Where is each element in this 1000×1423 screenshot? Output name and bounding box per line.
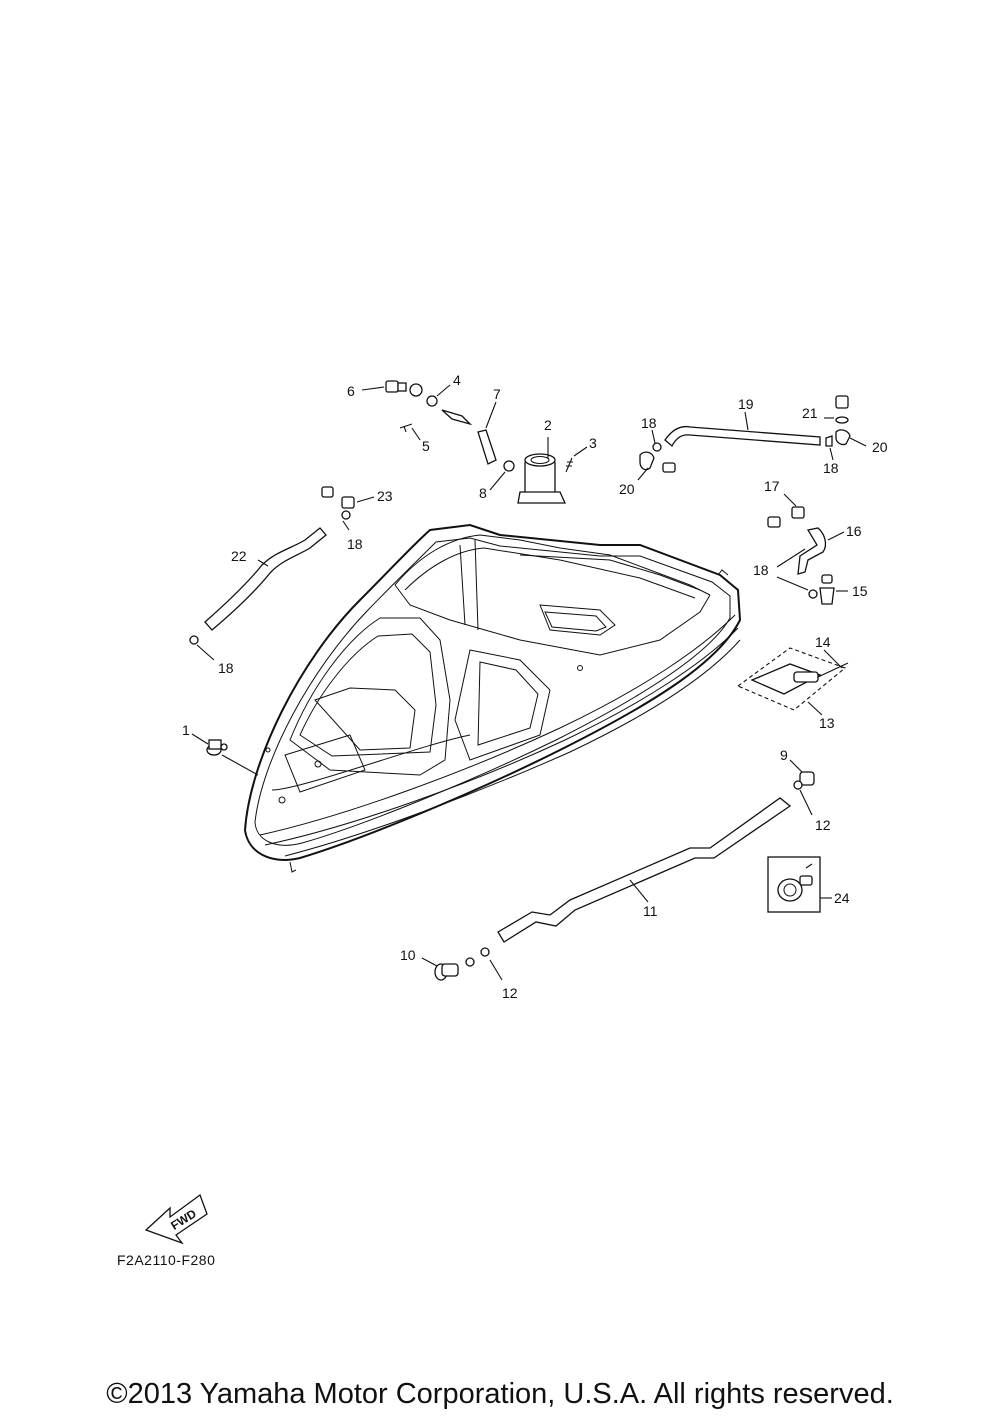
fwd-arrow: FWD xyxy=(144,1193,208,1245)
callout-18-right: 18 xyxy=(753,562,769,578)
callout-24: 24 xyxy=(834,890,850,906)
part-24-boxed xyxy=(767,856,832,913)
callout-22: 22 xyxy=(231,548,247,564)
part-21-cap xyxy=(824,395,849,424)
part-7-hose-short xyxy=(441,401,497,465)
callout-17: 17 xyxy=(764,478,780,494)
part-18-clip-top xyxy=(651,429,662,452)
callout-4: 4 xyxy=(453,372,461,388)
boat-hull xyxy=(243,523,742,873)
part-3-screw xyxy=(565,446,588,473)
callout-21: 21 xyxy=(802,405,818,421)
callout-18-left-lower: 18 xyxy=(218,660,234,676)
part-2-canister xyxy=(517,437,567,504)
callout-16: 16 xyxy=(846,523,862,539)
callout-12-lower: 12 xyxy=(502,985,518,1001)
copyright-notice: ©2013 Yamaha Motor Corporation, U.S.A. A… xyxy=(106,1378,894,1410)
callout-20-right: 20 xyxy=(872,439,888,455)
callout-20-left: 20 xyxy=(619,481,635,497)
callout-7: 7 xyxy=(493,386,501,402)
part-23-fitting xyxy=(321,486,375,531)
callout-8: 8 xyxy=(479,485,487,501)
callout-9: 9 xyxy=(780,747,788,763)
part-20-elbow-right xyxy=(825,429,867,461)
part-8-clamp xyxy=(489,460,515,491)
callout-11: 11 xyxy=(643,903,658,919)
part-9-fitting xyxy=(789,759,815,816)
callout-3: 3 xyxy=(589,435,597,451)
part-16-hose-elbow xyxy=(797,527,845,575)
part-4-washer xyxy=(409,383,451,407)
part-1-plug xyxy=(191,733,259,776)
part-13-bracket-assembly xyxy=(736,647,849,716)
callout-18-topright: 18 xyxy=(823,460,839,476)
part-18-clip-left xyxy=(189,635,215,661)
part-17-fitting xyxy=(767,493,805,528)
callout-15: 15 xyxy=(852,583,868,599)
part-6-fitting xyxy=(361,380,407,393)
callout-5: 5 xyxy=(422,438,430,454)
part-5-clip xyxy=(399,423,421,441)
callout-14: 14 xyxy=(815,634,831,650)
callout-10: 10 xyxy=(400,947,416,963)
part-18-clip-right xyxy=(776,548,818,599)
callout-12-right: 12 xyxy=(815,817,831,833)
callout-13: 13 xyxy=(819,715,835,731)
part-20-elbow-left xyxy=(637,451,676,481)
part-22-hose xyxy=(204,527,327,631)
part-15-cap xyxy=(819,574,848,605)
part-19-hose-long xyxy=(664,411,821,448)
part-11-pipe xyxy=(497,797,792,943)
part-10-drain-plug xyxy=(421,947,503,981)
callout-18-top: 18 xyxy=(641,415,657,431)
figure-code: F2A2110-F280 xyxy=(117,1252,216,1268)
callout-labels: 1 2 3 4 5 6 7 8 9 10 11 12 12 13 14 15 1… xyxy=(182,372,888,1001)
callout-1: 1 xyxy=(182,722,190,738)
callout-2: 2 xyxy=(544,417,552,433)
callout-19: 19 xyxy=(738,396,754,412)
callout-6: 6 xyxy=(347,383,355,399)
callout-18-left-upper: 18 xyxy=(347,536,363,552)
callout-23: 23 xyxy=(377,488,393,504)
